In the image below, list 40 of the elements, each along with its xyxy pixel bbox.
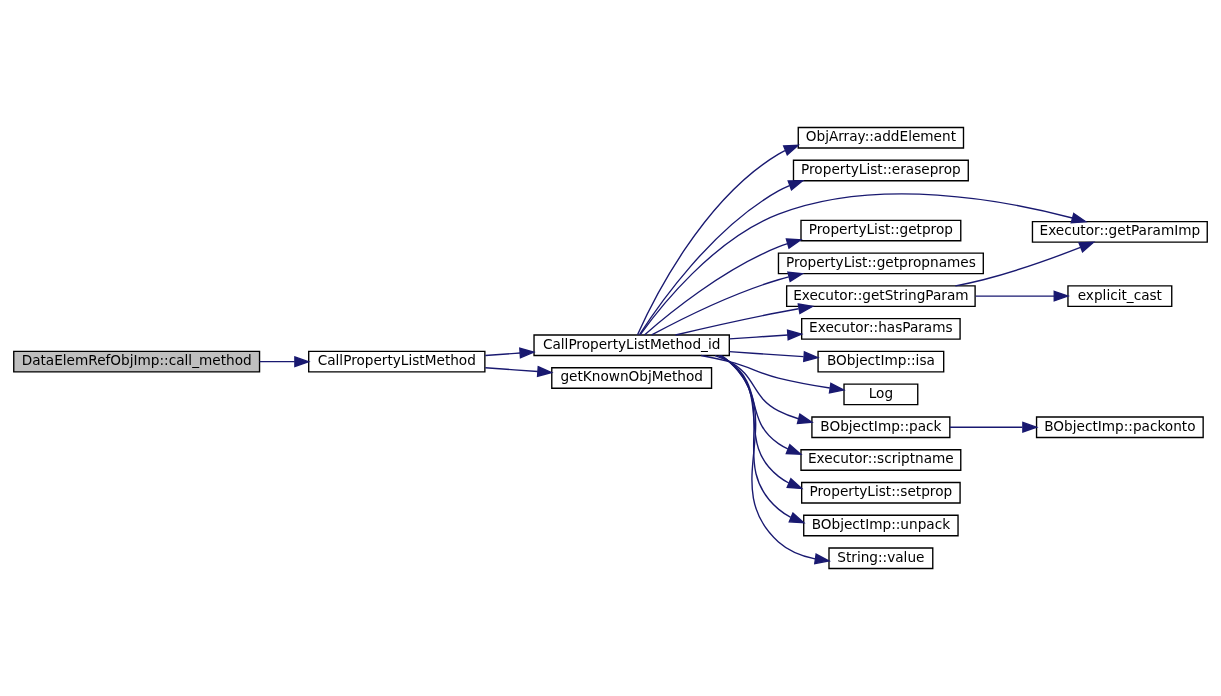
node-box: BObjectImp::unpack	[803, 514, 959, 537]
node-box: BObjectImp::isa	[817, 350, 945, 373]
arrow	[700, 354, 846, 394]
arrow	[717, 354, 803, 455]
node-box: Executor::scriptname	[800, 449, 962, 471]
arrow	[638, 180, 805, 336]
arrow	[714, 354, 814, 425]
arrow	[719, 354, 804, 490]
node-box: CallPropertyListMethod	[308, 350, 486, 373]
arrow	[720, 355, 806, 524]
node-box: BObjectImp::packonto	[1035, 416, 1204, 439]
node-box: getKnownObjMethod	[551, 367, 713, 389]
arrow	[974, 290, 1070, 302]
arrow	[720, 354, 831, 565]
arrow	[728, 329, 804, 341]
arrow	[636, 144, 801, 336]
arrow	[674, 303, 815, 336]
arrow	[643, 238, 803, 336]
node-box: DataElemRefObjImp::call_method	[13, 350, 261, 373]
node-box: ObjArray::addElement	[797, 126, 965, 149]
node-box: PropertyList::getprop	[800, 219, 962, 242]
arrow	[484, 365, 554, 378]
arrow	[639, 193, 1088, 336]
node-box: BObjectImp::pack	[811, 416, 951, 439]
node-box: Executor::hasParams	[801, 317, 961, 340]
node-box: explicit_cast	[1067, 285, 1173, 308]
arrow	[484, 347, 536, 359]
arrow	[258, 355, 311, 368]
node-box: Log	[843, 383, 919, 406]
node-box: PropertyList::getpropnames	[777, 252, 984, 275]
arrow	[949, 421, 1039, 433]
arrow	[728, 350, 820, 363]
node-box: Executor::getStringParam	[785, 285, 976, 308]
node-box: Executor::getParamImp	[1031, 221, 1208, 243]
node-box: PropertyList::eraseprop	[792, 159, 969, 182]
arrow	[954, 241, 1096, 287]
node-box: CallPropertyListMethod_id	[533, 334, 730, 357]
node-box: PropertyList::setprop	[801, 481, 961, 504]
node-box: String::value	[828, 547, 934, 570]
arrow	[651, 271, 805, 336]
